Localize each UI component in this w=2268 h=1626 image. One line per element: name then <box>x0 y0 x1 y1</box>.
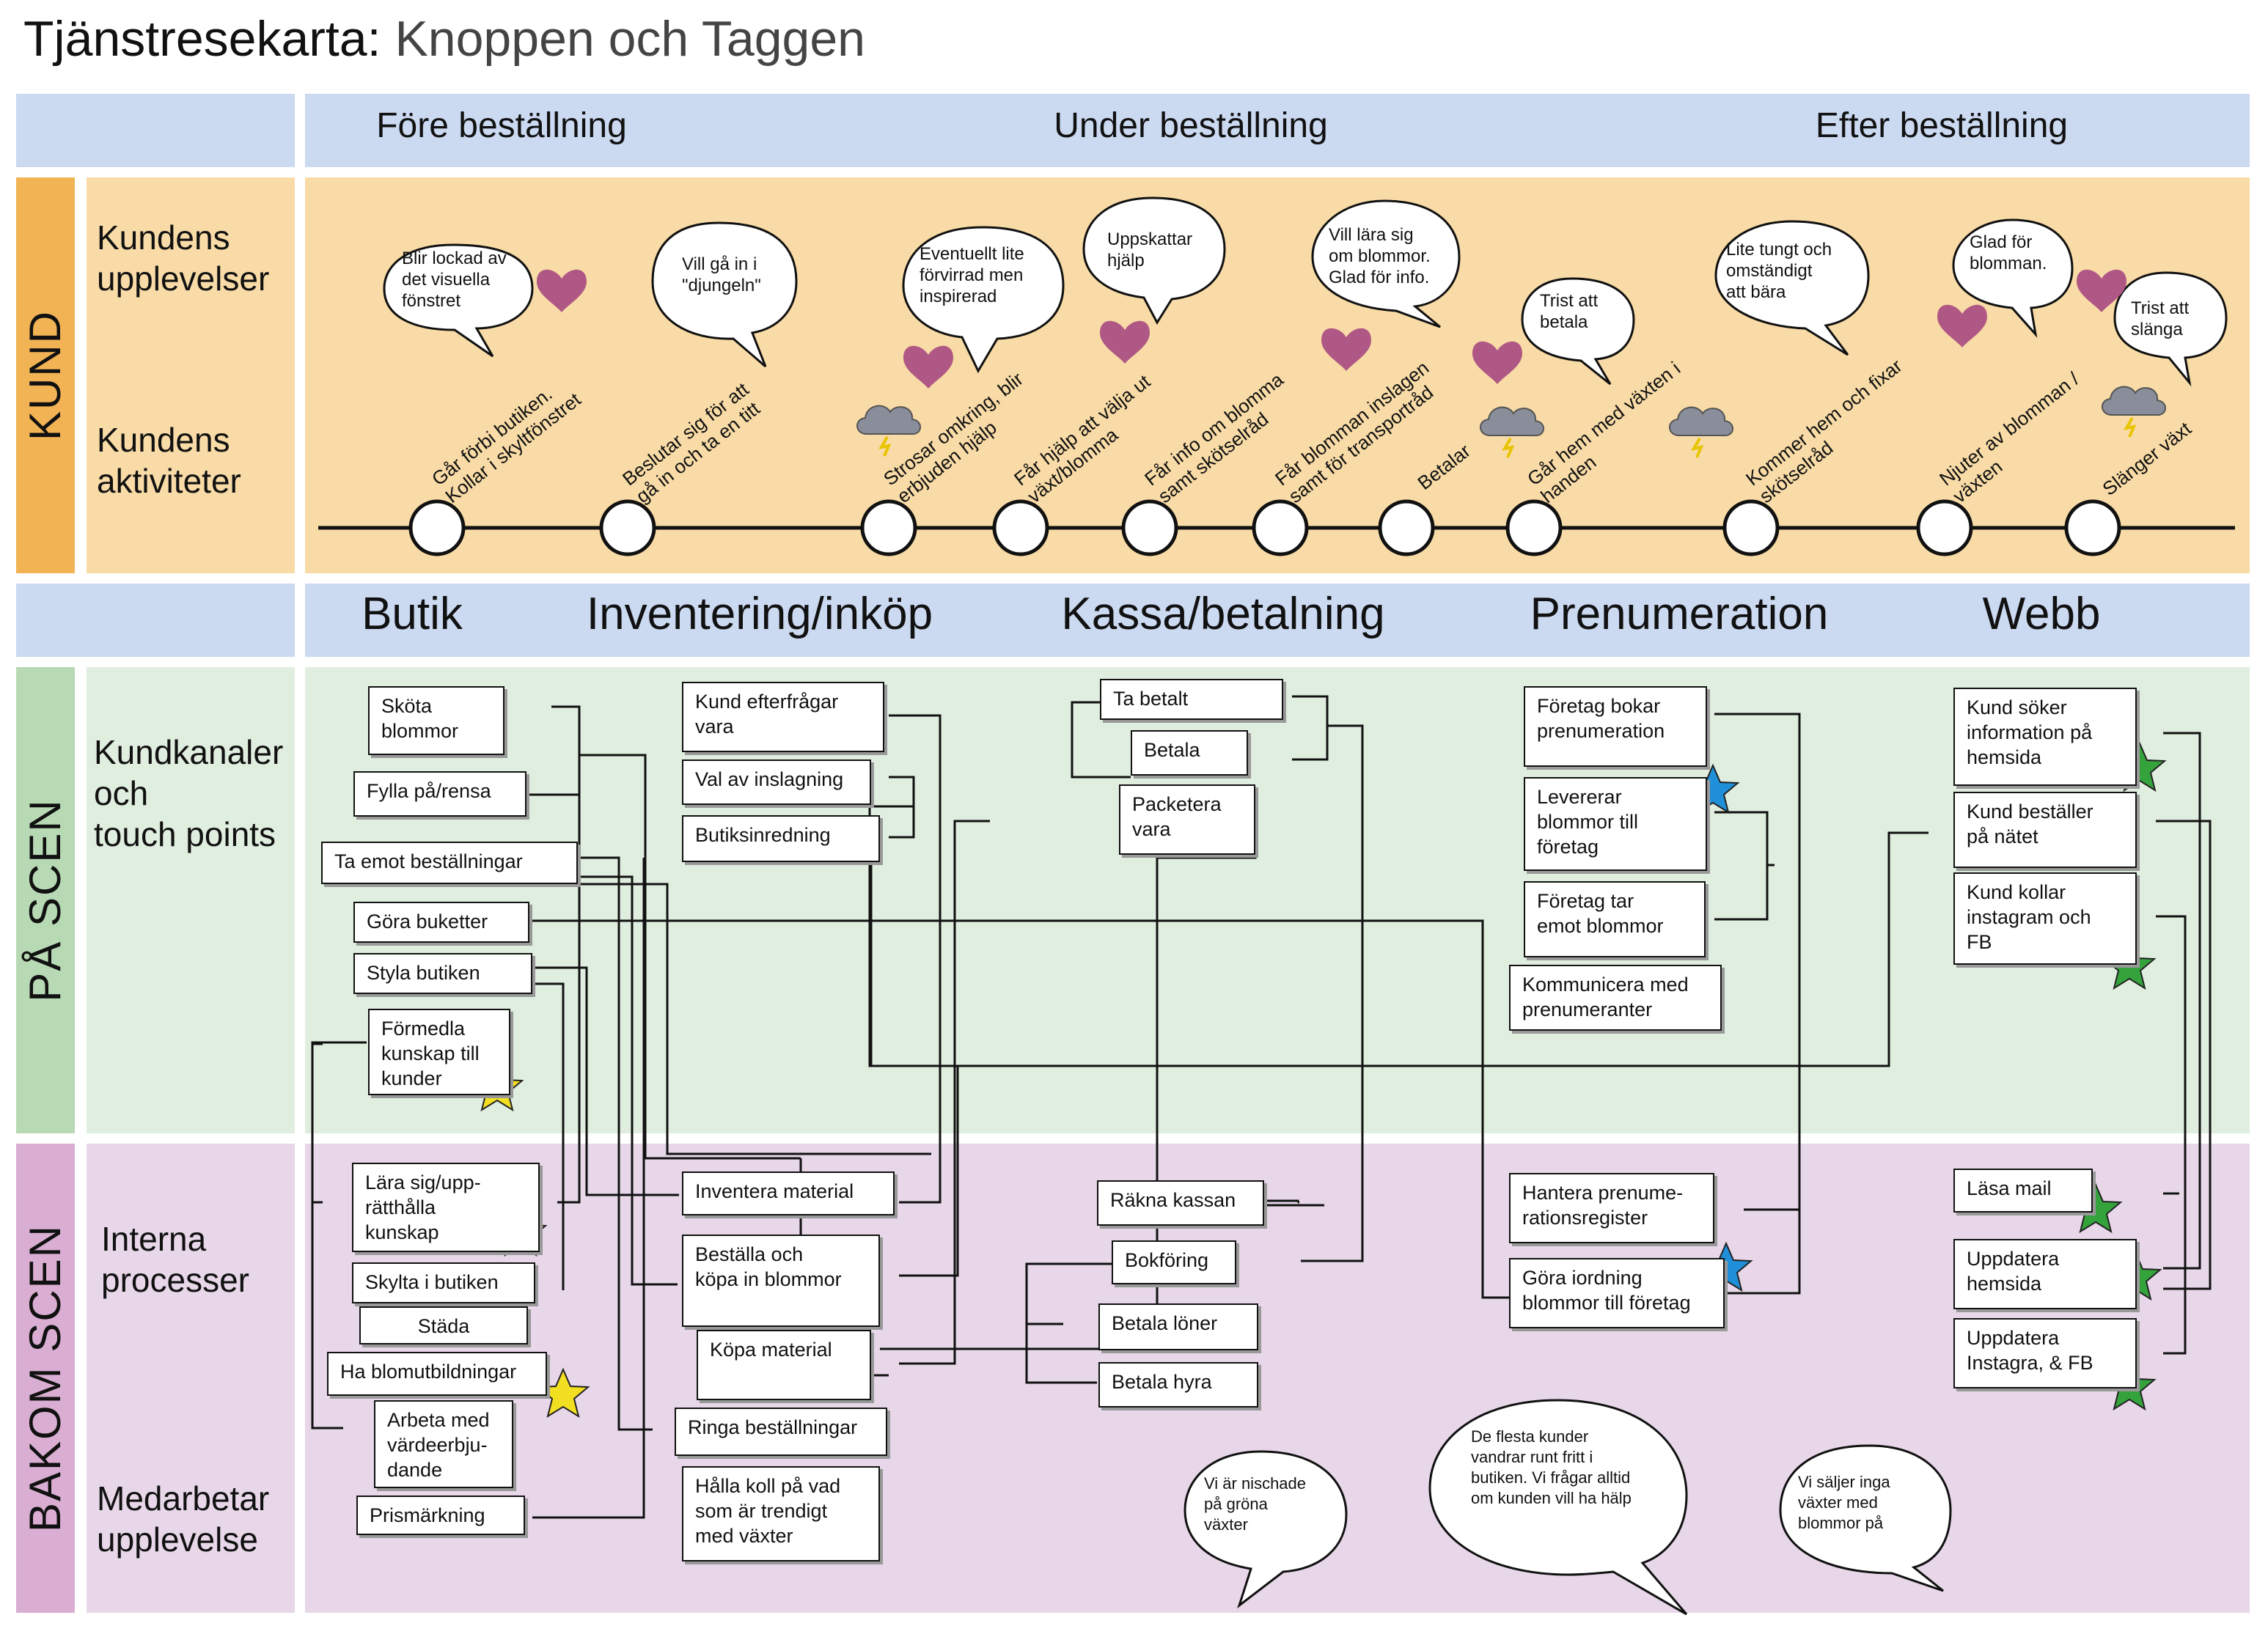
channel-butik: Butik <box>362 589 463 639</box>
process-box: Betala hyra <box>1098 1362 1258 1408</box>
process-box: Betala löner <box>1098 1303 1258 1350</box>
phase-band <box>305 94 2250 167</box>
section-kund: KUND <box>21 310 70 441</box>
kund-side <box>16 177 75 573</box>
experience-2: Vill gå in i "djungeln" <box>682 254 761 295</box>
experience-4: Uppskattar hjälp <box>1107 229 1193 271</box>
experience-5: Vill lära sig om blommor. Glad för info. <box>1329 225 1431 287</box>
page-title: Tjänstresekarta: Knoppen och Taggen <box>23 10 865 67</box>
channel-kassa: Kassa/betalning <box>1061 589 1385 639</box>
touchpoint-box: Företag tar emot blommor <box>1524 881 1706 957</box>
process-box: Göra iordning blommor till företag <box>1509 1258 1725 1328</box>
touchpoint-box: Kommunicera med prenumeranter <box>1509 965 1722 1031</box>
process-box: Hålla koll på vad som är trendigt med vä… <box>682 1466 880 1561</box>
experience-1: Blir lockad av det visuella fönstret <box>402 249 507 311</box>
phase-band-left <box>16 94 295 167</box>
touchpoint-box: Kund kollar instagram och FB <box>1953 872 2137 965</box>
lane-kanaler: Kundkanaler och touch points <box>94 733 284 853</box>
touchpoint-box: Förmedla kunskap till kunder <box>368 1009 510 1095</box>
touchpoint-box: Packetera vara <box>1119 784 1255 855</box>
process-box: Inventera material <box>682 1171 895 1215</box>
process-box: Uppdatera Instagra, & FB <box>1953 1318 2137 1388</box>
touchpoint-box: Ta betalt <box>1100 679 1283 720</box>
section-bakom-scen: BAKOM SCEN <box>21 1224 70 1533</box>
bakom-side <box>16 1144 75 1613</box>
process-box: Köpa material <box>697 1330 871 1400</box>
process-box: Bokföring <box>1112 1240 1236 1284</box>
channel-prenumeration: Prenumeration <box>1530 589 1829 639</box>
experience-3: Eventuellt lite förvirrad men inspirerad <box>920 244 1024 306</box>
kund-lane-labels <box>87 177 295 573</box>
process-box: Prismärkning <box>356 1496 525 1535</box>
phase-fore: Före beställning <box>376 106 627 145</box>
process-box: Skylta i butiken <box>352 1262 535 1303</box>
lane-interna: Interna processer <box>101 1220 249 1299</box>
touchpoint-box: Kund beställer på nätet <box>1953 792 2137 868</box>
lane-upplevelser: Kundens upplevelser <box>97 218 270 298</box>
touchpoint-box: Betala <box>1131 730 1248 776</box>
process-box: Beställa och köpa in blommor <box>682 1235 880 1327</box>
touchpoint-box: Levererar blommor till företag <box>1524 777 1707 871</box>
process-box: Hantera prenume- rationsregister <box>1509 1173 1714 1243</box>
bakom-lane-labels <box>87 1144 295 1613</box>
phase-under: Under beställning <box>1054 106 1328 145</box>
touchpoint-box: Ta emot beställningar <box>321 842 578 884</box>
process-box: Ringa beställningar <box>675 1408 887 1456</box>
process-box: Räkna kassan <box>1097 1180 1264 1226</box>
channel-inventering: Inventering/inköp <box>586 589 933 639</box>
process-box: Lära sig/upp- rätthålla kunskap <box>352 1163 540 1252</box>
pa-scen-side <box>16 667 75 1133</box>
employee-quote-3: Vi säljer inga växter med blommor på <box>1798 1473 1890 1532</box>
title-sub: Knoppen och Taggen <box>394 11 865 67</box>
touchpoint-box: Butiksinredning <box>682 815 880 862</box>
process-box: Läsa mail <box>1953 1169 2093 1213</box>
experience-7: Lite tungt och omständigt att bära <box>1726 240 1832 302</box>
touchpoint-box: Kund efterfrågar vara <box>682 682 884 752</box>
process-box: Ha blomutbildningar <box>327 1352 547 1396</box>
employee-quote-1: Vi är nischade på gröna växter <box>1204 1474 1307 1534</box>
process-box: Städa <box>359 1306 528 1344</box>
lane-medarbetare: Medarbetar upplevelse <box>97 1479 270 1559</box>
touchpoint-box: Företag bokar prenumeration <box>1524 686 1707 767</box>
phase-efter: Efter beställning <box>1815 106 2069 145</box>
channel-band <box>305 584 2250 657</box>
experience-6: Trist att betala <box>1540 291 1599 332</box>
section-pa-scen: PÅ SCEN <box>21 798 70 1002</box>
experience-9: Trist att slänga <box>2131 298 2190 339</box>
experience-8: Glad för blomman. <box>1970 232 2047 273</box>
touchpoint-box: Sköta blommor <box>368 686 504 755</box>
channel-webb: Webb <box>1982 589 2101 639</box>
process-box: Arbeta med värdeerbju- dande <box>374 1400 513 1488</box>
touchpoint-box: Styla butiken <box>353 953 532 994</box>
title-main: Tjänstresekarta: <box>23 11 381 67</box>
lane-aktiviteter: Kundens aktiviteter <box>97 421 241 500</box>
pa-scen-lane-labels <box>87 667 295 1133</box>
process-box: Uppdatera hemsida <box>1953 1239 2137 1309</box>
touchpoint-box: Fylla på/rensa <box>353 771 526 817</box>
touchpoint-box: Göra buketter <box>353 902 529 943</box>
touchpoint-box: Val av inslagning <box>682 759 871 805</box>
channel-band-left <box>16 584 295 657</box>
employee-quote-2: De flesta kunder vandrar runt fritt i bu… <box>1471 1427 1632 1507</box>
touchpoint-box: Kund söker information på hemsida <box>1953 688 2137 786</box>
